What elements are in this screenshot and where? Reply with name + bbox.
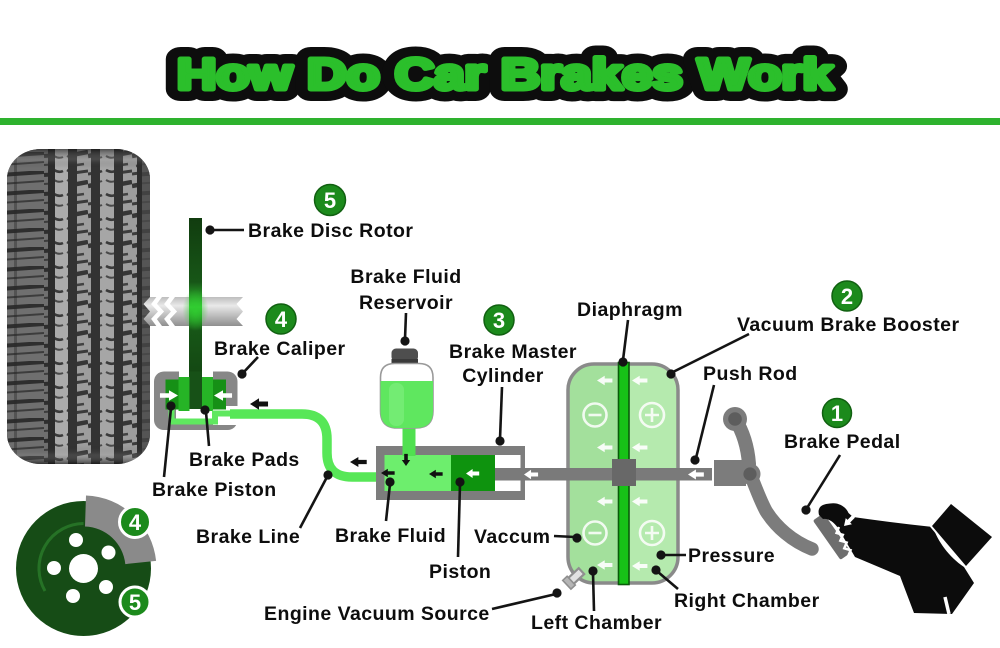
svg-text:Push Rod: Push Rod — [703, 363, 798, 385]
svg-text:Brake Pedal: Brake Pedal — [784, 431, 901, 453]
svg-text:Brake Line: Brake Line — [196, 526, 300, 548]
svg-text:Vacuum Brake Booster: Vacuum Brake Booster — [737, 314, 960, 336]
svg-text:Vaccum: Vaccum — [474, 526, 550, 548]
svg-text:1: 1 — [831, 401, 843, 426]
svg-text:Brake Fluid: Brake Fluid — [335, 525, 446, 547]
svg-text:5: 5 — [129, 590, 141, 615]
svg-text:Brake Fluid: Brake Fluid — [350, 266, 461, 288]
svg-text:2: 2 — [841, 284, 853, 309]
svg-text:Piston: Piston — [429, 561, 491, 583]
svg-text:5: 5 — [324, 188, 336, 213]
svg-text:Brake Pads: Brake Pads — [189, 449, 300, 471]
svg-text:Left Chamber: Left Chamber — [531, 612, 662, 634]
svg-text:Cylinder: Cylinder — [462, 365, 544, 387]
svg-text:4: 4 — [275, 307, 288, 332]
svg-text:How Do Car Brakes Work: How Do Car Brakes Work — [177, 50, 834, 99]
svg-text:Reservoir: Reservoir — [359, 292, 453, 314]
svg-text:Brake Piston: Brake Piston — [152, 479, 277, 501]
svg-text:Engine Vacuum Source: Engine Vacuum Source — [264, 603, 490, 625]
svg-text:Brake Master: Brake Master — [449, 341, 577, 363]
svg-text:Brake Disc Rotor: Brake Disc Rotor — [248, 220, 413, 242]
svg-text:Diaphragm: Diaphragm — [577, 299, 683, 321]
svg-text:Brake Caliper: Brake Caliper — [214, 338, 346, 360]
svg-text:Right Chamber: Right Chamber — [674, 590, 820, 612]
svg-text:3: 3 — [493, 308, 505, 333]
svg-text:Pressure: Pressure — [688, 545, 775, 567]
svg-text:How Do Car Brakes Work: How Do Car Brakes Work — [177, 50, 834, 99]
svg-text:4: 4 — [129, 510, 142, 535]
